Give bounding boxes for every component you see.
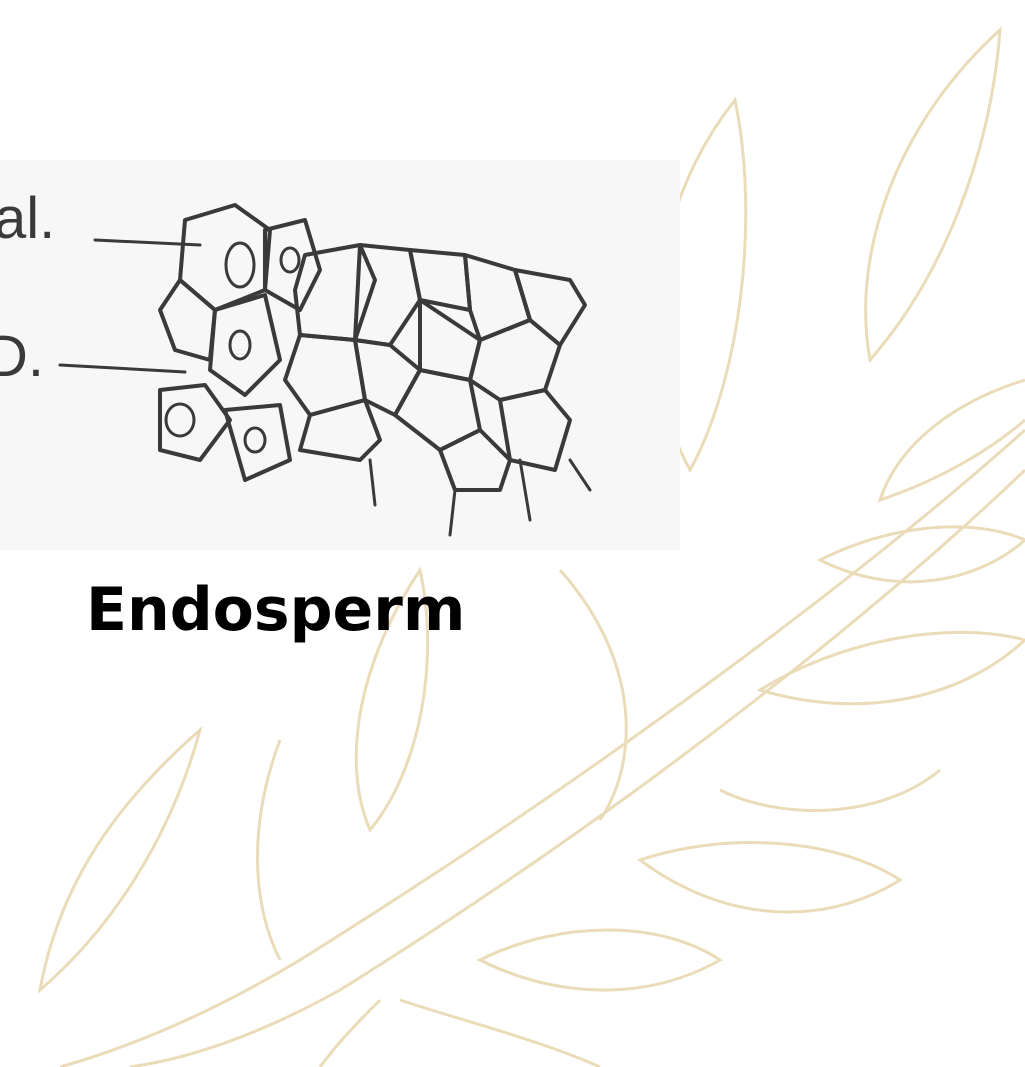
cell-section-figure: al. D. bbox=[0, 160, 680, 550]
page-title: Endosperm bbox=[86, 580, 465, 640]
diagram-label-bottom: D. bbox=[0, 328, 44, 386]
endosperm-cell-drawing bbox=[0, 160, 680, 550]
diagram-label-top: al. bbox=[0, 190, 55, 248]
